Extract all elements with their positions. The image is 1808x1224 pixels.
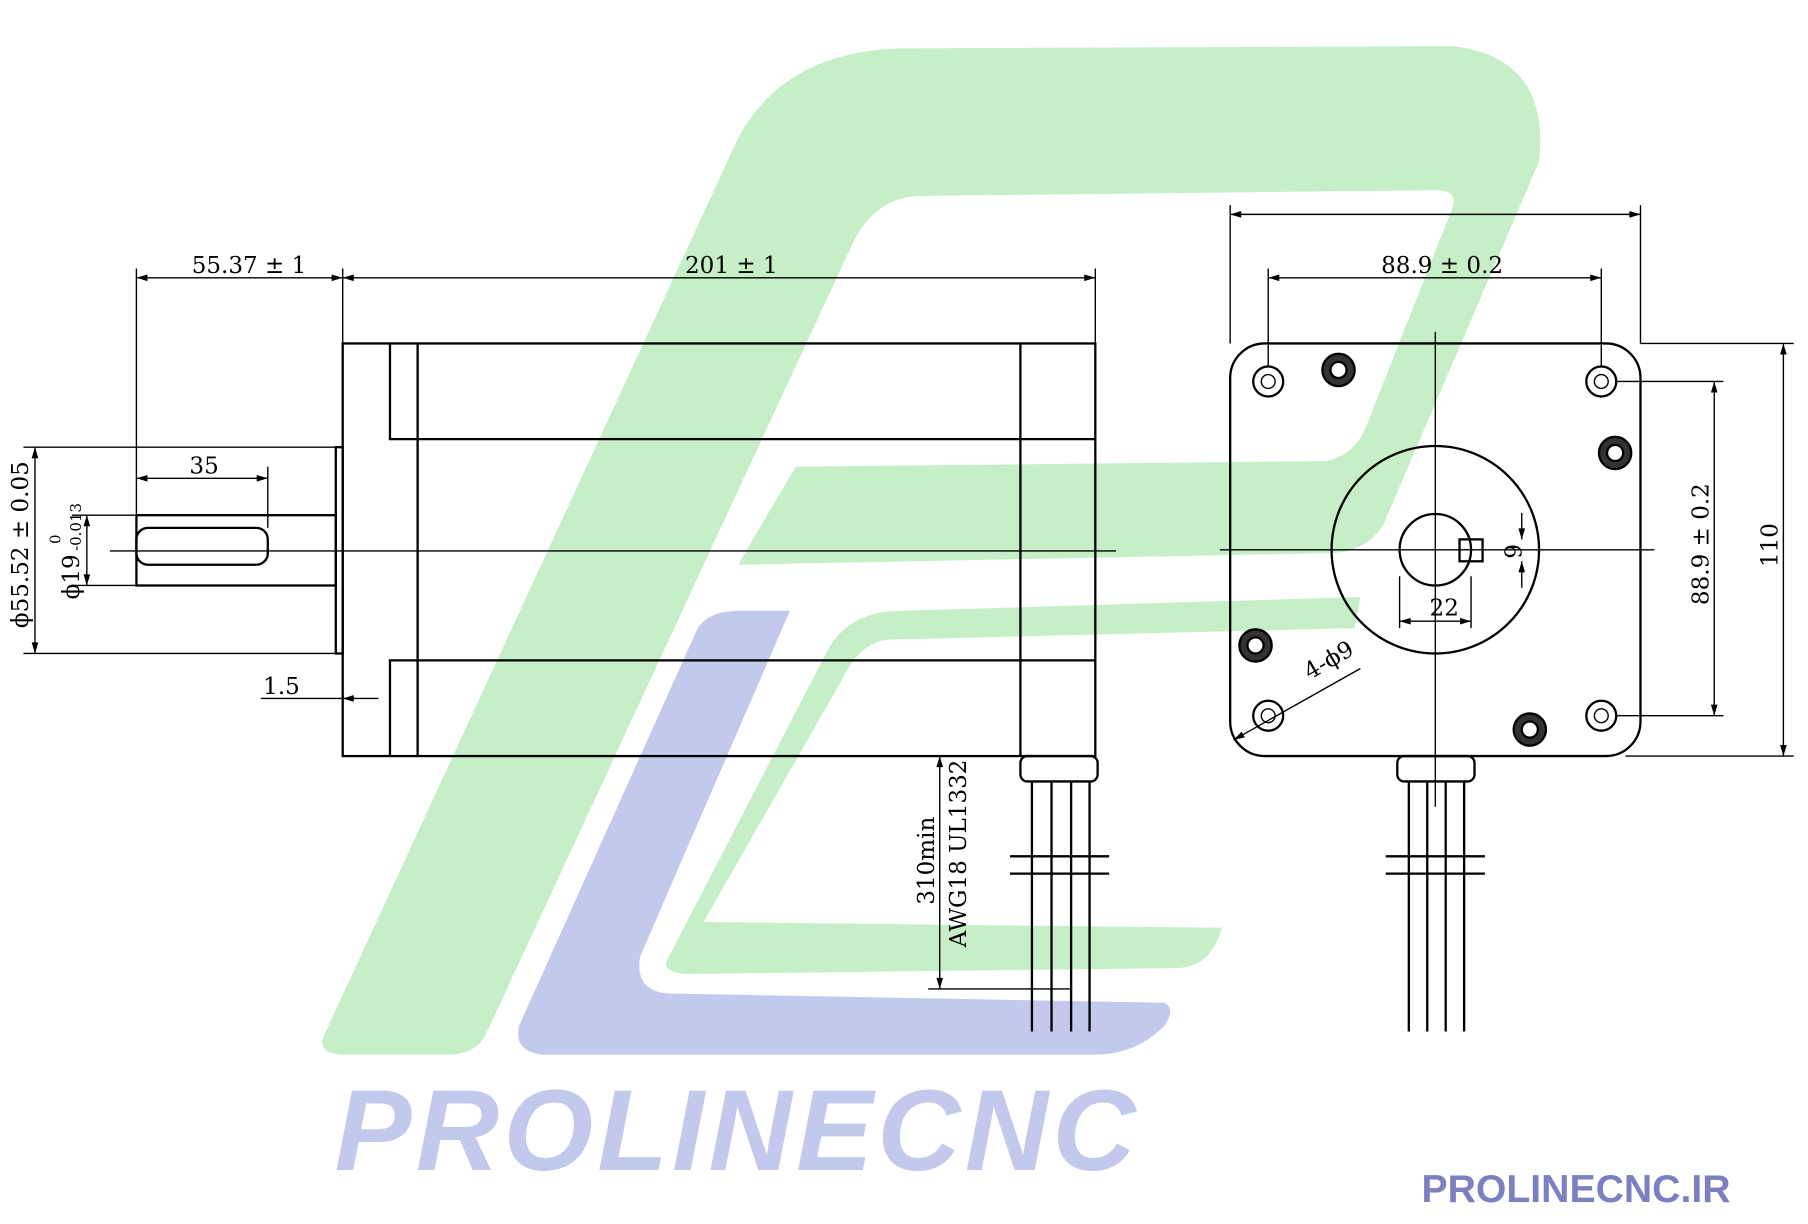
dim-flange-size: 110 (1758, 523, 1784, 567)
screws (1238, 352, 1633, 747)
dim-shaft-tol-lower: -0.013 (67, 503, 85, 551)
dim-body-length: 201 ± 1 (685, 253, 778, 279)
dim-mounting-holes: 4-ϕ9 (1300, 636, 1359, 685)
dim-hole-spacing-h: 88.9 ± 0.2 (1381, 253, 1503, 279)
front-cable (1385, 754, 1485, 1032)
website-url[interactable]: PROLINECNC.IR (1421, 1168, 1730, 1211)
side-cable (1010, 754, 1110, 1032)
dim-shaft-diameter: ϕ19 (59, 554, 85, 599)
side-view: 55.37 ± 1 201 ± 1 35 1.5 ϕ55.52 ± 0.05 ϕ… (8, 253, 1117, 1032)
mounting-holes (1252, 365, 1618, 732)
dim-shaft-diameter-front: 22 (1430, 595, 1459, 621)
dim-flange-thickness: 1.5 (263, 674, 300, 700)
shaft-key (135, 526, 269, 566)
dim-pilot-diameter: ϕ55.52 ± 0.05 (8, 461, 34, 628)
front-view: 88.9 ± 0.2 22 88.9 ± 0.2 110 6 4-ϕ9 (1219, 205, 1794, 1032)
dim-shaft-tol-upper: 0 (46, 534, 64, 544)
logo-watermark: PROLINECNC (322, 46, 1541, 1195)
brand-text: PROLINECNC (335, 1067, 1138, 1195)
logo-green-c (666, 597, 1361, 974)
dim-hole-spacing-v: 88.9 ± 0.2 (1688, 483, 1714, 605)
dim-key-length: 35 (189, 454, 218, 480)
dim-key-width: 6 (1498, 544, 1524, 559)
dim-lead-length: 310min (914, 817, 940, 905)
body-details (388, 343, 1096, 757)
dim-shaft-length: 55.37 ± 1 (192, 253, 307, 279)
logo-blue-l (518, 610, 1171, 1055)
lead-spec: AWG18 UL1332 (946, 760, 972, 949)
